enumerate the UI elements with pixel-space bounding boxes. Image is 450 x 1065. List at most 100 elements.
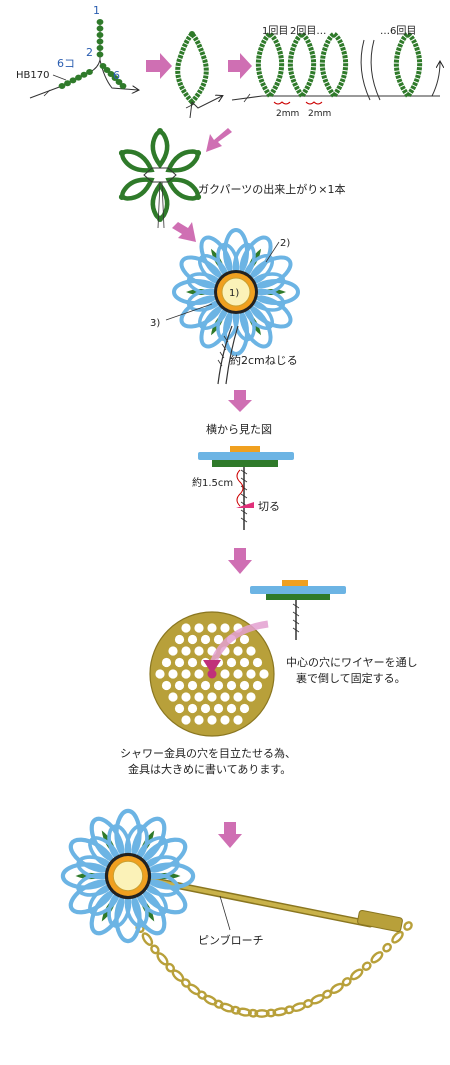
shower-hole <box>220 692 230 702</box>
gap-label-2: 2mm <box>308 109 331 119</box>
sepal-part: ガクパーツの出来上がり×1本 <box>118 128 345 229</box>
note-line-2: 金具は大きめに書いてあります。 <box>128 762 291 776</box>
chain-link <box>341 977 352 987</box>
shower-hole <box>220 669 230 679</box>
chain-link <box>150 944 160 955</box>
step-arrow-right <box>146 53 172 79</box>
twist-label: 約2cmねじる <box>230 353 298 367</box>
shower-hole <box>181 623 191 633</box>
label-3: 3) <box>150 318 160 329</box>
sepal-tip-bead <box>118 194 125 200</box>
number-1-label: 1 <box>93 4 100 17</box>
chain-link <box>230 1005 241 1015</box>
shower-hole <box>161 657 172 668</box>
shower-hole <box>213 634 224 645</box>
step-arrow-down <box>218 822 242 848</box>
seed-beads <box>58 19 127 89</box>
label-1: 1) <box>229 288 239 299</box>
chain-link <box>382 942 392 953</box>
chain-link <box>236 1007 252 1017</box>
seed-bead <box>58 83 66 89</box>
pin-clasp <box>357 909 403 933</box>
shower-hole <box>207 715 217 725</box>
seed-bead <box>80 71 88 78</box>
length-label: 約1.5cm <box>192 476 233 489</box>
seed-bead <box>96 38 104 45</box>
number-6-label: 6 <box>113 69 120 82</box>
seed-bead <box>96 19 104 25</box>
shower-hole <box>194 646 204 656</box>
seed-bead <box>115 79 123 85</box>
shower-hole <box>200 680 211 691</box>
gap-mark-1 <box>273 101 291 105</box>
shower-hole <box>246 669 256 679</box>
shower-hole <box>181 715 191 725</box>
shower-hole <box>226 680 237 691</box>
single-loop <box>175 30 222 119</box>
seed-bead <box>96 32 104 38</box>
chain-link <box>254 1009 270 1018</box>
shower-hole <box>239 703 250 714</box>
center-cap <box>230 446 260 452</box>
shower-hole <box>200 703 211 714</box>
sepal-caption: ガクパーツの出来上がり×1本 <box>198 182 345 196</box>
sepal-layer <box>212 460 278 467</box>
seed-bead <box>111 75 119 81</box>
shower-hole <box>161 680 172 691</box>
step-arrow-diagonal <box>206 128 232 152</box>
shower-hole <box>174 703 185 714</box>
chain-link <box>329 982 344 995</box>
seed-bead <box>69 77 77 84</box>
sepal-loop <box>150 129 170 169</box>
cut-marker <box>236 502 254 508</box>
repeat-2-label: 2回目… <box>290 25 326 37</box>
shower-mount: 中心の穴にワイヤーを通し 裏で倒して固定する。 シャワー金具の穴を目立たせる為、… <box>120 580 418 776</box>
shower-hole <box>259 669 269 679</box>
instruction-line-2: 裏で倒して固定する。 <box>296 671 406 685</box>
insert-arrow <box>208 620 269 668</box>
twisted-wire <box>217 335 229 367</box>
chain-link <box>141 932 154 946</box>
instruction-line-1: 中心の穴にワイヤーを通し <box>286 655 418 669</box>
step-arrow-right <box>228 53 252 79</box>
sepal-tip-bead <box>195 150 202 156</box>
bead-loop <box>287 30 317 101</box>
repeated-loops: 1回目 2回目… …6回目 2mm 2mm <box>231 25 440 119</box>
shower-hole <box>168 692 178 702</box>
side-view-title: 横から見た図 <box>206 422 272 436</box>
repeat-6-label: …6回目 <box>380 25 416 37</box>
chain-link <box>265 1008 277 1018</box>
number-2-label: 2 <box>86 46 93 59</box>
side-view: 横から見た図 約1.5cm 切る <box>192 422 294 530</box>
shower-hole <box>226 657 237 668</box>
chain-link <box>391 930 404 944</box>
shower-hole <box>246 646 256 656</box>
step-arrow-down <box>228 548 252 574</box>
shower-hole <box>226 703 237 714</box>
pin-brooch-label: ピンブローチ <box>198 933 264 947</box>
step-arrow-diagonal <box>172 222 196 242</box>
shower-hole <box>174 634 185 645</box>
shower-hole <box>194 623 204 633</box>
chain-link <box>247 1008 259 1018</box>
shower-hole <box>181 669 191 679</box>
center-cabochon <box>221 277 251 307</box>
shower-hole <box>220 715 230 725</box>
shower-hole <box>246 692 256 702</box>
shower-hole <box>207 692 217 702</box>
bead-loop <box>393 30 423 101</box>
note-line-1: シャワー金具の穴を目立たせる為、 <box>120 746 296 760</box>
shower-hole <box>187 680 198 691</box>
seed-bead <box>99 63 107 69</box>
flower-assembly: 1) 2) 3) 約2cmねじる <box>150 228 300 385</box>
finished-brooch: ピンブローチ <box>60 808 413 1018</box>
shower-hole <box>233 669 243 679</box>
seed-bead <box>64 80 71 87</box>
shower-hole <box>233 715 243 725</box>
seed-bead <box>107 71 115 77</box>
seed-bead <box>119 83 127 89</box>
shower-hole <box>168 669 178 679</box>
shower-hole <box>168 646 178 656</box>
